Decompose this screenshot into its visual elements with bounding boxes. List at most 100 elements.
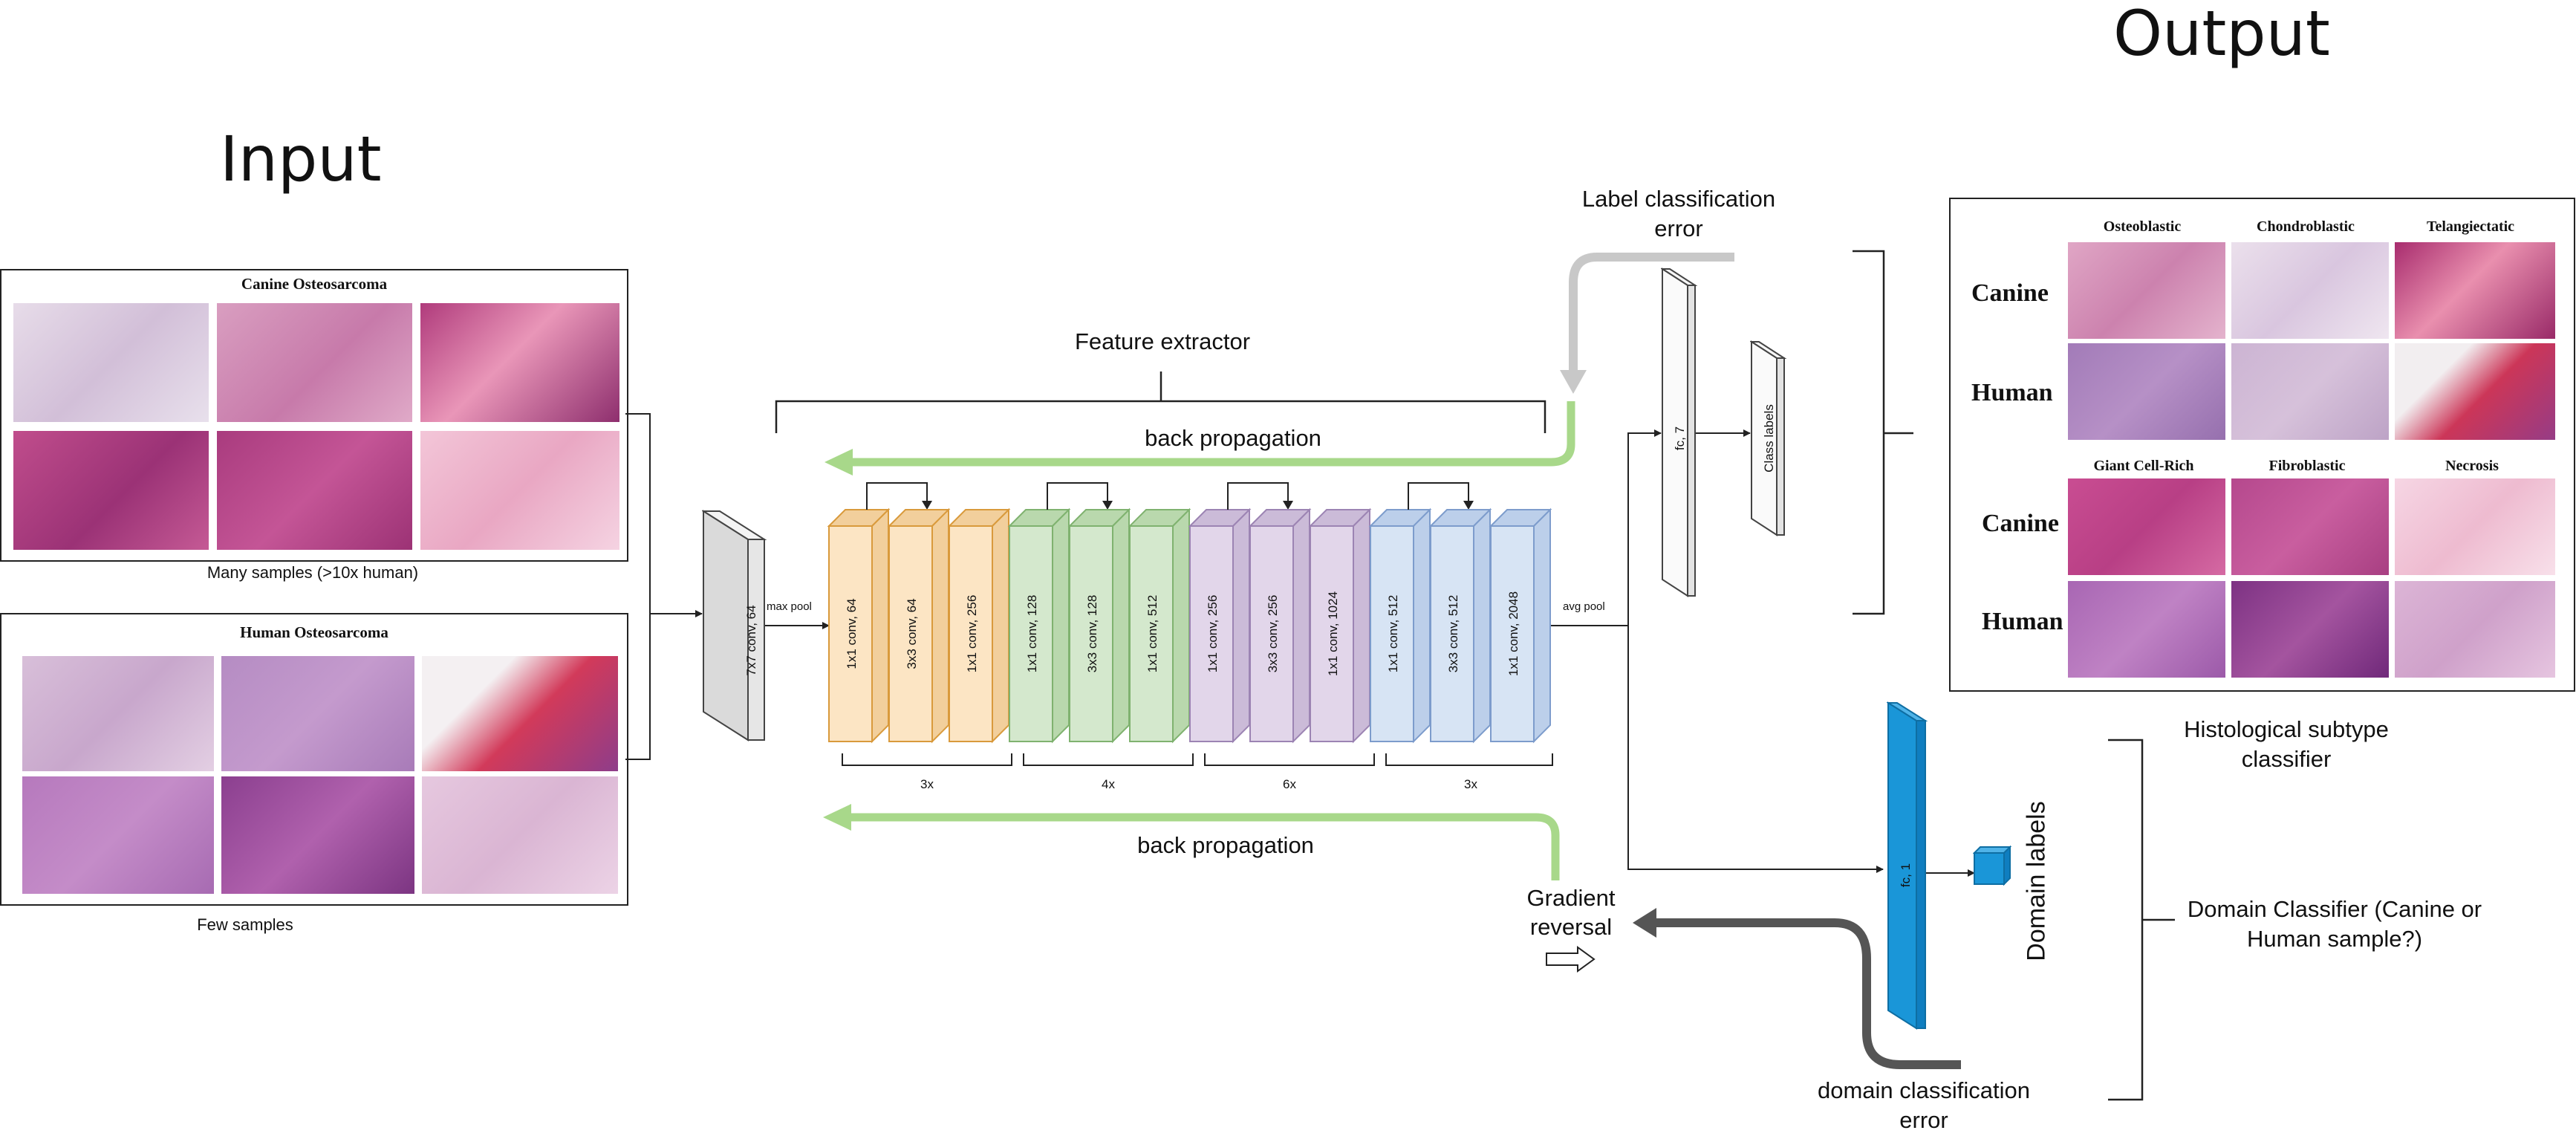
col-label: Fibroblastic (2268, 458, 2346, 474)
skip-connection (1047, 482, 1113, 510)
fc1-label: fc, 1 (1899, 863, 1913, 888)
conv-block (947, 507, 1011, 744)
conv-block-label: 1x1 conv, 128 (1025, 594, 1039, 673)
histology-tile (420, 431, 619, 550)
histology-tile (2231, 478, 2389, 575)
conv-blocks-layer (827, 482, 1552, 744)
label-branch-bracket (1853, 250, 1885, 615)
histology-tile (217, 431, 412, 550)
col-label: Chondroblastic (2257, 218, 2355, 235)
skip-connection (1227, 482, 1293, 510)
conv-block (887, 507, 951, 744)
col-label: Osteoblastic (2103, 218, 2182, 235)
conv-block (1188, 507, 1252, 744)
histology-tile (2231, 242, 2389, 339)
repeat-label: 3x (920, 777, 934, 791)
domain-classifier-label: Domain Classifier (Canine or Human sampl… (2187, 896, 2482, 953)
histology-tile (221, 656, 414, 771)
back-prop-bottom-arrow (845, 813, 1560, 880)
back-prop-top-arrow (847, 401, 1575, 467)
row-label: Human (1982, 608, 2063, 635)
skip-connection (866, 482, 932, 510)
avg-pool-trunk (1551, 429, 1662, 626)
col-label: Telangiectatic (2426, 218, 2515, 235)
input-header: Input (220, 123, 382, 195)
fc7-layer (1661, 267, 1698, 597)
col-label: Necrosis (2445, 458, 2499, 474)
col-label: Giant Cell-Rich (2093, 458, 2194, 474)
back-prop-top-label: back propagation (1145, 425, 1321, 451)
conv-block (1007, 507, 1071, 744)
fc7-label: fc, 7 (1673, 426, 1687, 451)
back-prop-bottom-label: back propagation (1137, 832, 1314, 858)
label-error-text: Label classification error (1581, 186, 1776, 242)
label-error-arrow (1569, 253, 1734, 375)
conv-block (827, 507, 891, 744)
histology-tile (221, 776, 414, 894)
domain-error-arrow (1653, 918, 1961, 1069)
fc1-layer (1887, 701, 1928, 1030)
conv-block-label: 1x1 conv, 2048 (1506, 591, 1520, 677)
feature-extractor-label: Feature extractor (1074, 328, 1251, 354)
avg-pool-label: avg pool (1563, 600, 1605, 613)
histological-classifier-label: Histological subtype classifier (2184, 716, 2389, 773)
skip-connection (1408, 482, 1474, 510)
conv-block-label: 1x1 conv, 64 (845, 598, 859, 669)
conv-block-label: 1x1 conv, 512 (1386, 594, 1400, 673)
conv-block-label: 1x1 conv, 256 (1206, 594, 1220, 673)
conv-block (1248, 507, 1312, 744)
histology-tile (2068, 343, 2225, 440)
repeat-label: 3x (1464, 777, 1477, 791)
conv-block (1128, 507, 1191, 744)
first-conv-label: 7x7 conv, 64 (744, 605, 758, 676)
histology-tile (2395, 478, 2555, 575)
histology-tile (2395, 242, 2555, 339)
histology-tile (2068, 581, 2225, 678)
hollow-arrow (1546, 946, 1596, 973)
output-panel: Osteoblastic Chondroblastic Telangiectat… (1949, 198, 2575, 692)
histology-tile (2231, 343, 2389, 440)
canine-panel-caption: Many samples (>10x human) (206, 563, 419, 582)
conv-block-label: 1x1 conv, 512 (1145, 594, 1159, 673)
histology-tile (2231, 581, 2389, 678)
conv-block (1428, 507, 1492, 744)
domain-error-text: domain classification error (1817, 1077, 2031, 1134)
histology-tile (13, 431, 209, 550)
conv-block-label: 1x1 conv, 1024 (1326, 591, 1340, 677)
histology-tile (22, 656, 214, 771)
classifier-bracket (2108, 739, 2144, 1101)
human-panel-title: Human Osteosarcoma (240, 623, 388, 641)
canine-panel-title: Canine Osteosarcoma (241, 275, 388, 293)
gradient-reversal-label: Gradient reversal (1526, 885, 1616, 940)
repeat-brackets (842, 753, 1553, 766)
max-pool-label: max pool (767, 600, 812, 613)
histology-tile (422, 656, 618, 771)
repeat-label: 6x (1283, 777, 1296, 791)
histology-tile (420, 303, 619, 422)
output-header: Output (2113, 0, 2330, 70)
histology-tile (2068, 242, 2225, 339)
repeat-label: 4x (1102, 777, 1115, 791)
row-label: Canine (1982, 510, 2059, 537)
first-conv-layer (702, 510, 767, 742)
row-label: Human (1971, 379, 2053, 406)
conv-block-label: 3x3 conv, 512 (1446, 594, 1460, 673)
domain-trunk (1627, 626, 1884, 873)
histology-tile (22, 776, 214, 894)
conv-block-label: 3x3 conv, 64 (905, 598, 919, 669)
conv-block-label: 3x3 conv, 128 (1085, 594, 1099, 673)
input-bracket (625, 413, 651, 760)
conv-block (1489, 507, 1552, 744)
conv-block (1368, 507, 1432, 744)
histology-tile (422, 776, 618, 894)
class-labels-text: Class labels (1762, 404, 1776, 473)
histology-tile (2395, 581, 2555, 678)
histology-tile (2395, 343, 2555, 440)
domain-output-cube (1973, 846, 2011, 886)
human-panel-caption: Few samples (197, 915, 293, 934)
domain-labels-text: Domain labels (2022, 801, 2051, 961)
canine-input-panel: Canine Osteosarcoma (0, 269, 628, 562)
histology-tile (217, 303, 412, 422)
conv-block-label: 1x1 conv, 256 (965, 594, 979, 673)
